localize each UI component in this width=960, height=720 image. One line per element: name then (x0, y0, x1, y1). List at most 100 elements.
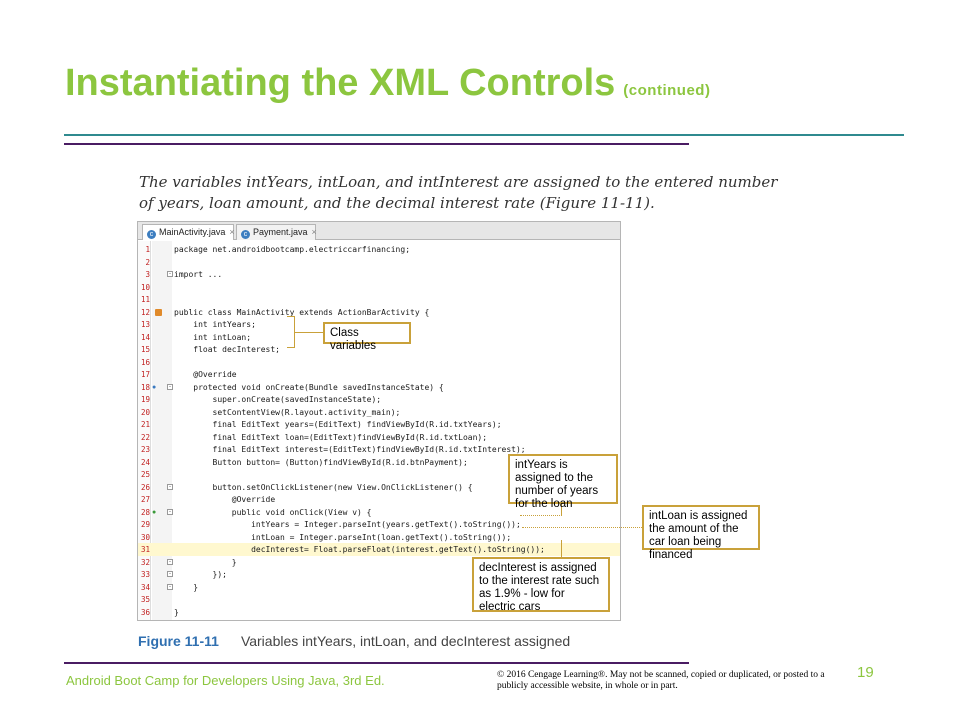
int-loan-leader-dots (522, 527, 642, 528)
line-number: 16 (140, 357, 150, 367)
code-line: 23 final EditText interest=(EditText)fin… (138, 443, 620, 456)
line-number: 14 (140, 332, 150, 342)
fold-toggle-icon[interactable]: - (167, 508, 173, 515)
java-class-icon: c (241, 230, 250, 239)
code-text: button.setOnClickListener(new View.OnCli… (174, 482, 473, 492)
line-number-gutter (138, 241, 151, 620)
code-text: decInterest= Float.parseFloat(interest.g… (174, 545, 545, 554)
code-line: 13 int intYears; (138, 318, 620, 331)
figure-label: Figure 11-11 (138, 633, 219, 649)
code-line: 26 - button.setOnClickListener(new View.O… (138, 481, 620, 494)
code-text: @Override (174, 495, 276, 504)
code-line: 36} (138, 606, 620, 619)
callout-dec-interest: decInterest is assigned to the interest … (472, 557, 610, 613)
code-line: 3 -import ... (138, 268, 620, 281)
code-line: 25 (138, 468, 620, 481)
code-line: 27 @Override (138, 493, 620, 506)
slide-title: Instantiating the XML Controls(continued… (65, 62, 710, 105)
code-line: 34- } (138, 581, 620, 594)
line-number: 35 (140, 595, 150, 604)
line-number: 15 (140, 345, 150, 354)
fold-toggle-icon[interactable]: - (167, 271, 173, 277)
code-text: intYears = Integer.parseInt(years.getTex… (174, 520, 521, 529)
code-line: 2 (138, 256, 620, 269)
fold-toggle-icon[interactable]: - (167, 571, 173, 577)
fold-column (152, 241, 172, 620)
line-number: 30 (140, 532, 150, 542)
code-line: 31 decInterest= Float.parseFloat(interes… (138, 543, 620, 556)
line-number: 1 (145, 245, 150, 254)
class-vars-leader (295, 332, 323, 333)
override-marker-icon: ● (152, 383, 157, 391)
code-line: 29 intYears = Integer.parseInt(years.get… (138, 518, 620, 531)
fold-toggle-icon[interactable]: - (167, 583, 173, 590)
int-years-leader-v (561, 502, 562, 516)
code-line: 32 - } (138, 556, 620, 569)
title-rule-teal (64, 134, 904, 136)
line-number: 17 (140, 370, 150, 379)
code-text: public class MainActivity extends Action… (174, 307, 430, 317)
code-text: setContentView(R.layout.activity_main); (174, 407, 401, 417)
line-number: 24 (140, 457, 150, 467)
java-class-icon: c (147, 230, 156, 239)
footer-rule (64, 662, 689, 664)
code-text: @Override (174, 370, 237, 379)
tab-label: MainActivity.java (159, 227, 226, 237)
line-number: 23 (140, 445, 150, 454)
callout-class-variables: Class variables (323, 322, 411, 352)
page-number: 19 (857, 664, 874, 681)
code-line: 28● - public void onClick(View v) { (138, 506, 620, 519)
line-number: 36 (140, 607, 150, 617)
code-text: } (174, 582, 199, 592)
line-number: 31 (140, 545, 150, 554)
code-line: 21 final EditText years=(EditText) findV… (138, 418, 620, 431)
footer-book-title: Android Boot Camp for Developers Using J… (66, 673, 385, 688)
code-text: intLoan = Integer.parseInt(loan.getText(… (174, 532, 512, 542)
dec-interest-leader-v (561, 540, 562, 557)
code-line: 18●- protected void onCreate(Bundle save… (138, 381, 620, 394)
code-text: final EditText years=(EditText) findView… (174, 420, 502, 429)
code-line: 33- }); (138, 568, 620, 581)
line-number: 18 (140, 382, 150, 392)
callout-int-loan: intLoan is assigned the amount of the ca… (642, 505, 760, 561)
line-number: 11 (140, 295, 150, 304)
code-text: import ... (174, 270, 223, 279)
code-line: 24 Button button= (Button)findViewById(R… (138, 456, 620, 469)
figure-caption-text: Variables intYears, intLoan, and decInte… (240, 633, 571, 649)
code-text: Button button= (Button)findViewById(R.id… (174, 457, 468, 467)
line-number: 3 (145, 270, 150, 279)
code-line: 14 int intLoan; (138, 331, 620, 344)
code-text: public void onClick(View v) { (174, 507, 372, 517)
code-text: float decInterest; (174, 345, 280, 354)
int-years-leader-dots (520, 515, 560, 516)
fold-toggle-icon[interactable]: - (167, 483, 173, 490)
line-number: 26 (140, 482, 150, 492)
code-line: 37 (138, 618, 620, 620)
code-text: super.onCreate(savedInstanceState); (174, 395, 382, 404)
code-text: } (174, 557, 237, 567)
code-line: 19 super.onCreate(savedInstanceState); (138, 393, 620, 406)
line-number: 32 (140, 557, 150, 567)
fold-toggle-icon[interactable]: - (167, 383, 173, 390)
code-line: 16 (138, 356, 620, 369)
code-line: 15 float decInterest; (138, 343, 620, 356)
line-number: 21 (140, 420, 150, 429)
intro-paragraph: The variables intYears, intLoan, and int… (139, 173, 778, 212)
code-line: 20 setContentView(R.layout.activity_main… (138, 406, 620, 419)
fold-toggle-icon[interactable]: - (167, 558, 173, 565)
close-icon[interactable]: × (229, 227, 235, 237)
line-number: 28 (140, 507, 150, 517)
title-rule-purple (64, 143, 689, 145)
line-number: 29 (140, 520, 150, 529)
code-text: }); (174, 570, 227, 579)
line-number: 20 (140, 407, 150, 417)
close-icon[interactable]: × (311, 227, 317, 237)
footer-copyright: © 2016 Cengage Learning®. May not be sca… (497, 670, 825, 691)
implement-marker-icon: ● (152, 508, 157, 516)
